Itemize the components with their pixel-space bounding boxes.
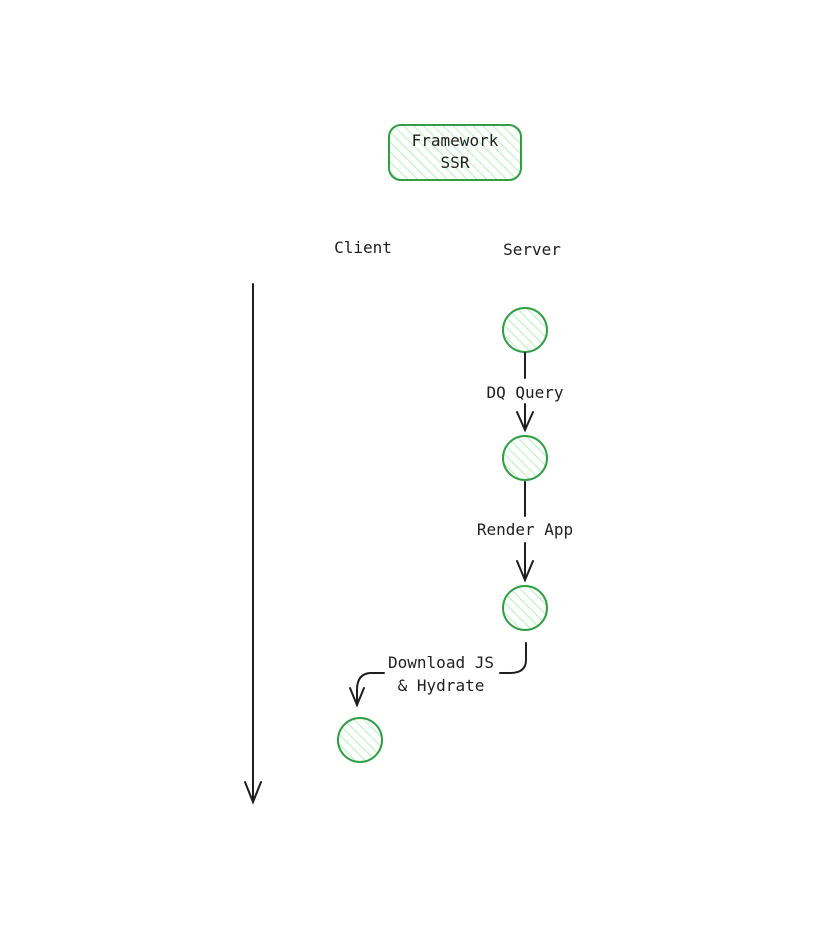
title-line2: SSR <box>441 153 470 172</box>
title-line1: Framework <box>412 131 499 150</box>
dq-query-arrow <box>516 352 534 433</box>
client-node <box>337 717 383 763</box>
server-node-1 <box>502 307 548 353</box>
dq-query-label: DQ Query <box>486 383 563 402</box>
hydrate-label: & Hydrate <box>398 676 485 695</box>
client-column-label: Client <box>334 238 392 257</box>
download-hydrate-arrow <box>349 642 527 708</box>
server-node-3 <box>502 585 548 631</box>
title-box: Framework SSR <box>388 124 522 181</box>
download-js-label: Download JS <box>388 653 494 672</box>
server-node-2 <box>502 435 548 481</box>
server-column-label: Server <box>503 240 561 259</box>
render-app-label: Render App <box>477 520 573 539</box>
render-app-arrow <box>516 481 534 583</box>
timeline-arrow <box>244 283 262 805</box>
